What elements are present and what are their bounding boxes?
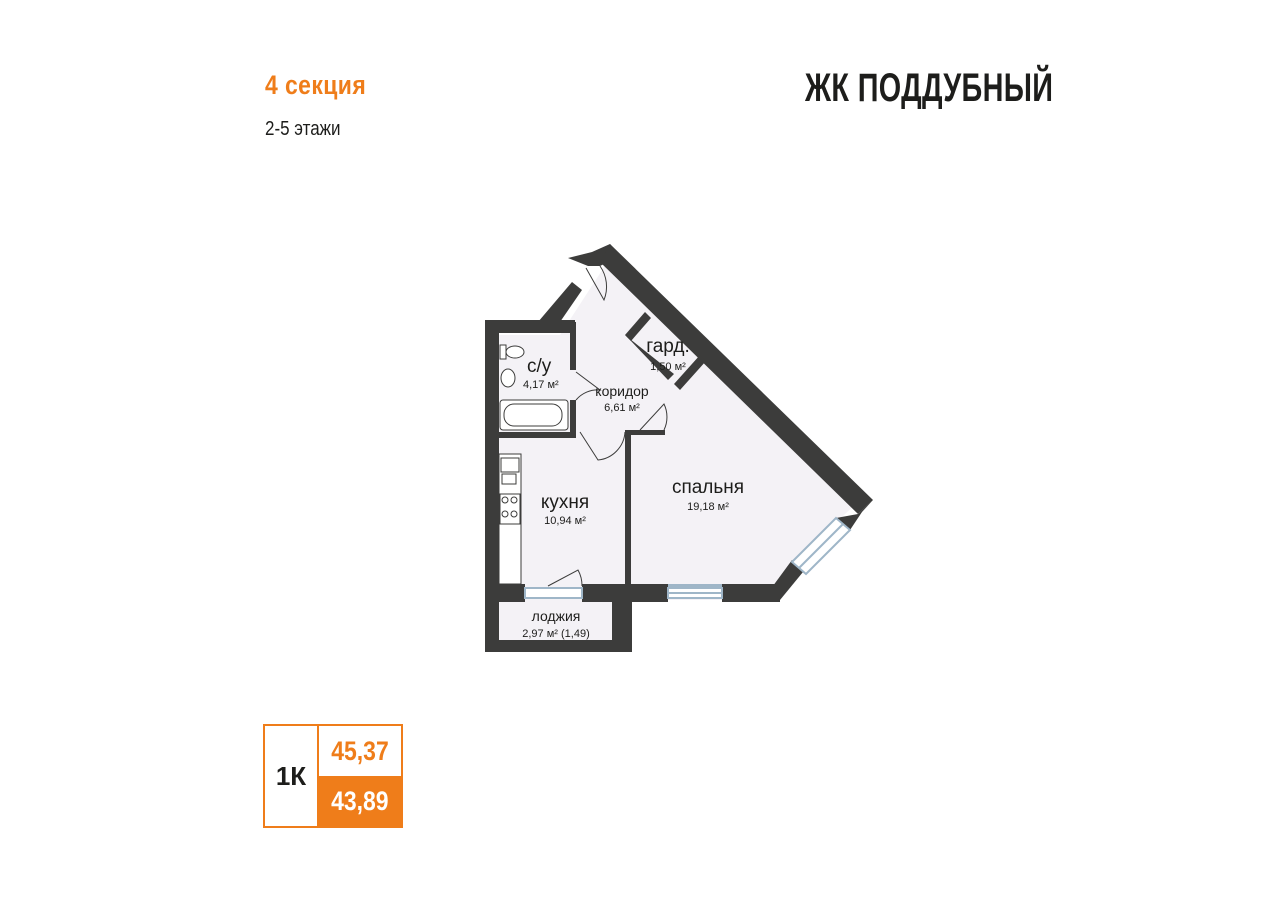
loggia-name: лоджия xyxy=(532,608,581,624)
windows xyxy=(524,516,852,599)
apartment-floor xyxy=(498,258,858,640)
section-title: 4 секция xyxy=(265,70,367,100)
floors-label: 2-5 этажи xyxy=(265,118,341,140)
loggia-area: 2,97 м² (1,49) xyxy=(522,628,589,640)
total-area: 45,37 xyxy=(331,735,389,766)
kitchen-fixtures xyxy=(498,453,522,585)
apartment-type: 1К xyxy=(265,726,319,826)
complex-name: ЖК ПОДДУБНЫЙ xyxy=(805,66,1054,110)
bedroom-area: 19,18 м² xyxy=(687,501,729,513)
area-values: 45,37 43,89 xyxy=(319,726,401,826)
bathroom-fixtures xyxy=(499,344,569,431)
living-area-box: 43,89 xyxy=(319,776,401,826)
bathroom-area: 4,17 м² xyxy=(523,379,559,391)
kitchen-area: 10,94 м² xyxy=(544,515,586,527)
outer-walls xyxy=(485,244,873,652)
corridor-name: коридор xyxy=(595,383,649,399)
kitchen-name: кухня xyxy=(541,492,589,513)
corridor-area: 6,61 м² xyxy=(604,402,640,414)
bathroom-name: с/у xyxy=(527,356,552,377)
wardrobe-area: 1,50 м² xyxy=(650,361,686,373)
area-summary: 1К 45,37 43,89 xyxy=(263,724,403,828)
wardrobe-name: гард. xyxy=(646,336,690,357)
doors xyxy=(547,265,668,587)
inner-walls xyxy=(498,312,722,588)
bedroom-name: спальня xyxy=(672,477,744,498)
living-area: 43,89 xyxy=(331,785,389,816)
